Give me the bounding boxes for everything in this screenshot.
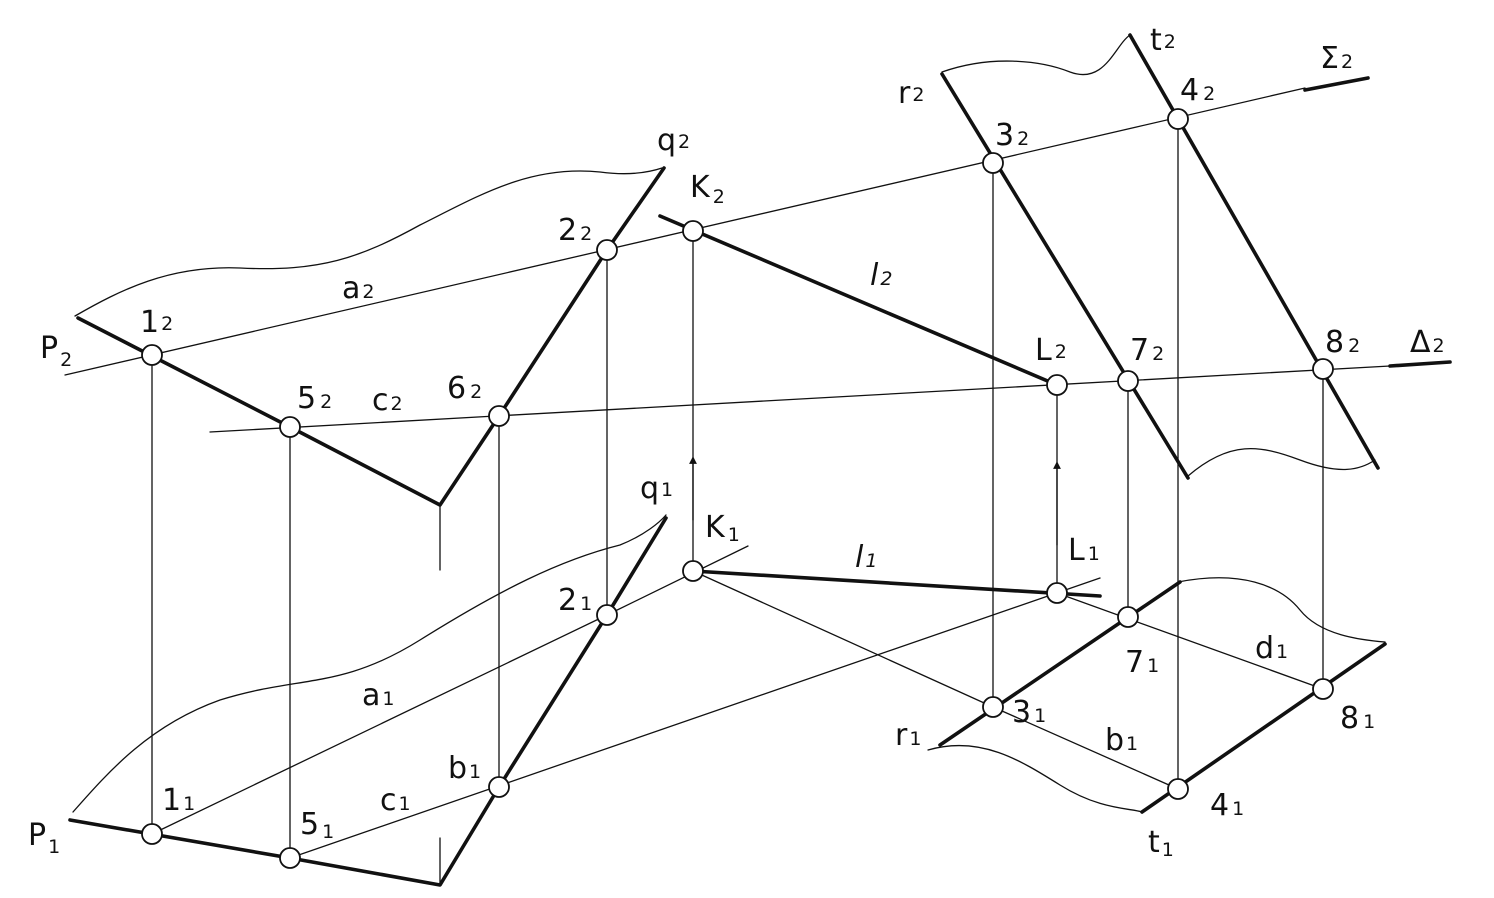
point-7-1 (1117, 606, 1139, 628)
plane-p1-wavy-boundary (72, 514, 667, 813)
line-k1-to-3-1 (692, 570, 994, 708)
r2-trace (940, 72, 1190, 480)
line-d1 (1056, 592, 1324, 690)
line-l2 (658, 214, 1059, 387)
delta2-trace-end (1388, 360, 1452, 368)
point-5-2 (279, 416, 301, 438)
point-b1 (488, 776, 510, 798)
point-k2 (682, 220, 704, 242)
plane-t2-wavy-boundary (1187, 448, 1376, 477)
point-k1 (682, 560, 704, 582)
point-7-2 (1117, 370, 1139, 392)
point-1-2 (141, 344, 163, 366)
point-l1 (1046, 582, 1068, 604)
point-4-2 (1167, 108, 1189, 130)
point-8-2 (1312, 358, 1334, 380)
point-4-1 (1167, 778, 1189, 800)
point-5-1 (279, 847, 301, 869)
line-c1 (289, 577, 1101, 859)
line-a1 (151, 614, 608, 835)
plane-r1-wavy-boundary (927, 744, 1143, 813)
point-3-1 (982, 696, 1004, 718)
point-1-1 (141, 823, 163, 845)
sigma2-trace-end (1303, 76, 1370, 92)
t2-trace (1128, 33, 1380, 470)
plane-p2-wavy-boundary (74, 167, 663, 317)
point-3-2 (982, 152, 1004, 174)
delta2-trace-line (209, 365, 1391, 433)
p1-trace (68, 516, 668, 887)
plane-r2-wavy-boundary (941, 34, 1131, 76)
line-b1 (992, 706, 1179, 790)
plane-t1-wavy-boundary (1177, 577, 1386, 643)
line-l1 (691, 569, 1102, 598)
point-6-2 (488, 405, 510, 427)
p2-trace (76, 166, 666, 507)
point-2-1 (596, 604, 618, 626)
line-a1-ext (606, 545, 749, 616)
point-2-2 (596, 239, 618, 261)
point-8-1 (1312, 678, 1334, 700)
point-l2 (1046, 374, 1068, 396)
r1-trace (938, 580, 1182, 747)
